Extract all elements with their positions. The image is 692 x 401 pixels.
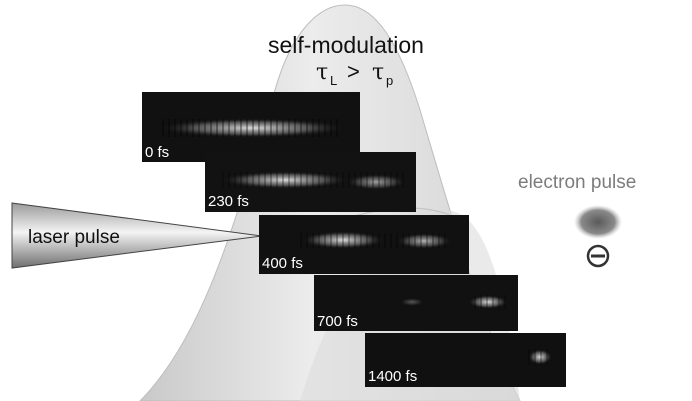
greater-than-operator: > xyxy=(347,59,360,84)
negative-charge-bar xyxy=(591,254,605,258)
electron-bunch-icon xyxy=(574,205,622,239)
frame-230fs: 230 fs xyxy=(205,152,416,212)
frame-time-label: 0 fs xyxy=(145,144,169,161)
tau-laser-subscript: L xyxy=(330,73,337,88)
tau-laser-symbol: τ xyxy=(316,60,328,85)
tau-plasma-symbol: τ xyxy=(372,60,384,85)
electron-pulse-label: electron pulse xyxy=(518,172,636,193)
frame-700fs: 700 fs xyxy=(314,275,518,331)
tau-plasma-subscript: p xyxy=(386,73,393,88)
pulse-length-condition: τ L > τ p xyxy=(316,59,393,88)
frame-time-label: 400 fs xyxy=(262,255,303,272)
laser-pulse-label: laser pulse xyxy=(28,227,120,248)
frame-0fs: 0 fs xyxy=(142,92,360,162)
frame-400fs: 400 fs xyxy=(259,215,469,274)
frame-time-label: 700 fs xyxy=(317,313,358,330)
frame-time-label: 1400 fs xyxy=(368,368,417,385)
electron-pulse: electron pulse xyxy=(518,172,636,268)
frame-1400fs: 1400 fs xyxy=(365,333,566,387)
laser-pulse-cone: laser pulse xyxy=(11,202,263,269)
frame-time-label: 230 fs xyxy=(208,193,249,210)
diagram-title: self-modulation xyxy=(268,32,424,58)
